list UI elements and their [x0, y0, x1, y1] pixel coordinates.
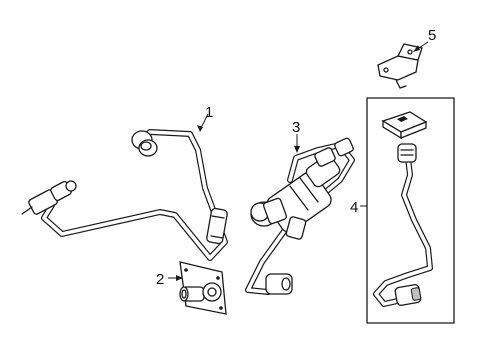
callout-2: 2	[156, 271, 164, 288]
callout-3: 3	[292, 119, 300, 136]
leader-lines	[168, 41, 429, 281]
part-1-elbow-connector	[131, 130, 158, 157]
part-1-left-connector	[21, 180, 77, 215]
part-3-cap	[250, 197, 288, 227]
callout-1: 1	[205, 104, 213, 121]
part-3-top-connectors	[314, 137, 354, 167]
part-4-sensor-plate	[381, 111, 428, 140]
part-4-bottom-connector	[394, 284, 422, 306]
part-4-frame	[366, 97, 455, 324]
part-3-elbow-fitting	[265, 273, 293, 295]
part-1-tube-assembly[interactable]	[21, 129, 228, 261]
part-3-valve-assembly[interactable]	[245, 137, 355, 295]
callout-4: 4	[350, 199, 358, 216]
part-2-bracket[interactable]	[179, 261, 227, 315]
part-4-top-connector	[397, 143, 417, 163]
part-2-grommet	[179, 282, 222, 302]
part-1-sleeve	[206, 207, 228, 245]
callout-5: 5	[428, 27, 436, 44]
callout-numbers: 1 2 3 4 5	[156, 27, 436, 288]
part-3-plug	[285, 216, 307, 240]
part-4-kit[interactable]	[366, 97, 455, 324]
